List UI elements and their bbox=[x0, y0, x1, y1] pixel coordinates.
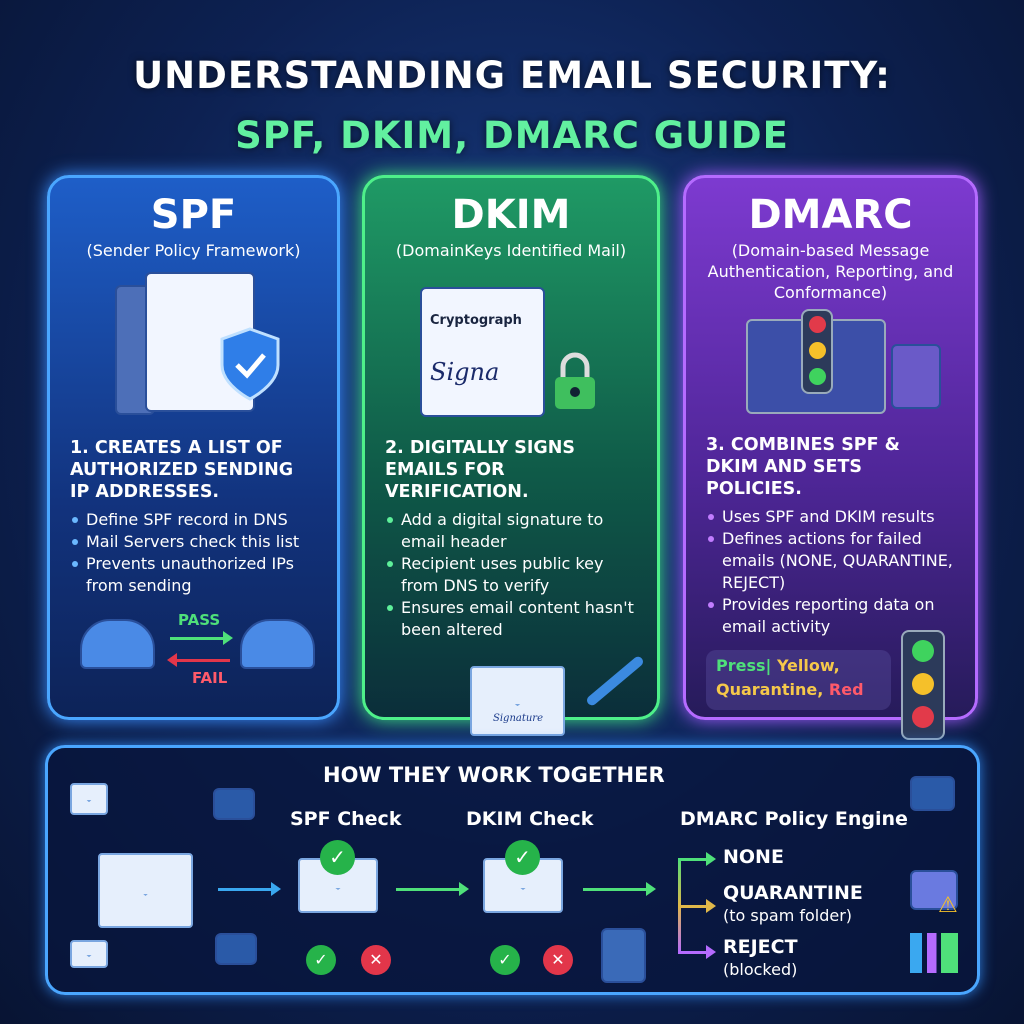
dmarc-point: 3. Combines SPF & DKIM and sets policies… bbox=[706, 435, 900, 499]
card-heading: DKIM bbox=[451, 192, 571, 238]
bullet: Prevents unauthorized IPs from sending bbox=[70, 553, 317, 597]
outcome-quarantine: QUARANTINE bbox=[723, 882, 863, 904]
legend-yellow: Yellow, bbox=[776, 656, 840, 675]
bullet: Ensures email content hasn't been altere… bbox=[385, 597, 637, 641]
bullet: Recipient uses public key from DNS to ve… bbox=[385, 553, 637, 597]
pass-icon: ✓ bbox=[490, 945, 520, 975]
pass-icon: ✓ bbox=[306, 945, 336, 975]
incoming-email-icon bbox=[98, 853, 193, 928]
bullet: Define SPF record in DNS bbox=[70, 509, 317, 531]
bullet: Uses SPF and DKIM results bbox=[706, 506, 955, 528]
mailbox-icon bbox=[80, 619, 155, 669]
bullet: Add a digital signature to email header bbox=[385, 509, 637, 553]
flow-arrow bbox=[583, 882, 656, 896]
outcome-reject: REJECT bbox=[723, 936, 798, 958]
pass-label: PASS bbox=[178, 611, 221, 629]
spf-check-label: SPF Check bbox=[290, 808, 402, 830]
dkim-point: 2. Digitally signs emails for verificati… bbox=[385, 438, 576, 502]
bullet: Mail Servers check this list bbox=[70, 531, 317, 553]
traffic-light-icon bbox=[801, 309, 833, 394]
book-icon bbox=[891, 344, 941, 409]
card-subtitle: (DomainKeys Identified Mail) bbox=[395, 241, 627, 260]
dmarc-engine-label: DMARC Policy Engine bbox=[680, 808, 908, 830]
email-icon bbox=[70, 940, 108, 968]
flow-panel: HOW THEY WORK TOGETHER SPF Check ✓ ✓ ✕ D… bbox=[45, 745, 980, 995]
dkim-check-label: DKIM Check bbox=[466, 808, 594, 830]
signature-text: Signa bbox=[430, 358, 500, 386]
card-subtitle: (Sender Policy Framework) bbox=[86, 241, 301, 260]
spf-point: 1. Creates a list of authorized sending … bbox=[70, 438, 294, 502]
bullet: Provides reporting data on email activit… bbox=[706, 594, 955, 638]
envelope-signature: Signature bbox=[493, 713, 544, 724]
signed-envelope-illustration: Signature bbox=[385, 651, 646, 751]
flow-arrow bbox=[218, 882, 281, 896]
laptop-icon bbox=[213, 788, 255, 820]
card-heading: DMARC bbox=[748, 192, 913, 238]
spam-folder-icon bbox=[910, 870, 958, 910]
monitor-icon bbox=[215, 933, 257, 965]
title-line-1: UNDERSTANDING EMAIL SECURITY: bbox=[133, 54, 891, 97]
dkim-card: DKIM (DomainKeys Identified Mail) Crypto… bbox=[362, 175, 660, 736]
none-arrow bbox=[678, 852, 716, 866]
fail-icon: ✕ bbox=[543, 945, 573, 975]
email-icon bbox=[70, 783, 108, 815]
title-line-2: SPF, DKIM, DMARC GUIDE bbox=[235, 114, 789, 157]
fail-arrow bbox=[175, 659, 230, 662]
spf-card: SPF (Sender Policy Framework) 1. Creates… bbox=[47, 175, 340, 720]
warning-icon: ⚠ bbox=[938, 893, 958, 918]
padlock-icon bbox=[555, 352, 595, 409]
pass-arrow bbox=[170, 631, 233, 645]
mailbox-icon bbox=[240, 619, 315, 669]
pen-icon bbox=[584, 654, 646, 708]
legend-green: Press| bbox=[716, 656, 772, 675]
dkim-envelope-icon bbox=[483, 858, 563, 913]
outcome-reject-note: (blocked) bbox=[723, 960, 798, 979]
shield-check-icon bbox=[220, 327, 280, 401]
dmarc-card: DMARC (Domain-based Message Authenticati… bbox=[683, 175, 978, 740]
server-checklist-illustration bbox=[70, 267, 317, 437]
quarantine-arrow bbox=[678, 899, 716, 913]
check-icon: ✓ bbox=[505, 840, 540, 875]
card-heading: SPF bbox=[150, 192, 237, 238]
traffic-light-legend: Press| Yellow, Quarantine, Red bbox=[706, 650, 891, 710]
reject-arrow bbox=[678, 945, 716, 959]
monitor-icon bbox=[910, 776, 955, 811]
document-title: Cryptograph bbox=[430, 313, 522, 328]
traffic-light-icon bbox=[901, 630, 945, 740]
fail-label: FAIL bbox=[192, 669, 228, 687]
report-chart-icon bbox=[910, 933, 958, 973]
server-icon bbox=[601, 928, 646, 983]
outcome-none: NONE bbox=[723, 846, 784, 868]
legend-quarantine: Quarantine, bbox=[716, 680, 824, 699]
signed-document-illustration: Cryptograph Signa bbox=[385, 267, 637, 437]
flow-title: HOW THEY WORK TOGETHER bbox=[323, 763, 665, 787]
legend-red: Red bbox=[828, 680, 864, 699]
fail-icon: ✕ bbox=[361, 945, 391, 975]
card-subtitle: (Domain-based Message Authentication, Re… bbox=[707, 241, 954, 302]
bullet: Defines actions for failed emails (NONE,… bbox=[706, 528, 955, 594]
document-icon: Cryptograph Signa bbox=[420, 287, 545, 417]
check-icon: ✓ bbox=[320, 840, 355, 875]
outcome-quarantine-note: (to spam folder) bbox=[723, 906, 853, 925]
flow-arrow bbox=[396, 882, 469, 896]
envelope-icon bbox=[470, 666, 565, 736]
mailbox-illustration: PASS FAIL bbox=[70, 611, 317, 711]
monitor-traffic-light-illustration bbox=[706, 309, 955, 434]
